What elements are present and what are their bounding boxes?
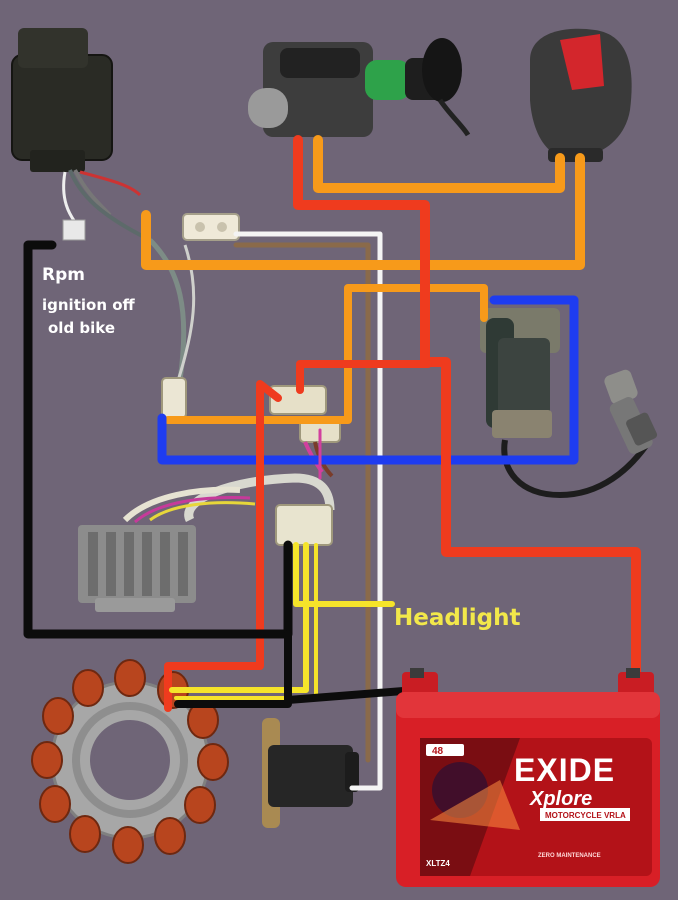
wire-red-connector bbox=[296, 360, 432, 394]
ignition-coil bbox=[480, 308, 653, 499]
wire-brown bbox=[233, 242, 371, 763]
stator bbox=[31, 659, 229, 864]
wire-yellow-1 bbox=[169, 542, 309, 693]
battery-subtitle: MOTORCYCLE VRLA bbox=[545, 811, 626, 820]
label-headlight: Headlight bbox=[394, 605, 520, 631]
cdi-unit bbox=[11, 28, 151, 242]
kill-switch bbox=[530, 28, 632, 162]
wire-red-stator bbox=[164, 380, 282, 712]
label-rpm: Rpm bbox=[42, 265, 85, 285]
battery: 48 EXIDE Xplore MOTORCYCLE VRLA ZERO MAI… bbox=[396, 668, 660, 887]
wire-orange-cdi bbox=[141, 153, 585, 270]
wire-black-ground bbox=[23, 240, 293, 639]
battery-series: Xplore bbox=[529, 788, 592, 810]
battery-tagline: ZERO MAINTENANCE bbox=[538, 853, 601, 859]
wire-yellow-headlight bbox=[293, 542, 395, 607]
label-old-bike: old bike bbox=[48, 319, 115, 337]
label-ignition-off: ignition off bbox=[42, 296, 136, 314]
battery-model: XLTZ4 bbox=[426, 859, 450, 868]
wire-red-main bbox=[293, 135, 641, 687]
spark-plug-cap bbox=[604, 369, 658, 454]
left-connector bbox=[161, 377, 187, 419]
pulser-coil bbox=[262, 718, 359, 828]
regulator-rectifier bbox=[78, 525, 196, 612]
wire-orange-switch bbox=[313, 135, 565, 193]
regulator-connector bbox=[275, 504, 333, 546]
battery-brand: EXIDE bbox=[514, 752, 615, 788]
wire-white bbox=[233, 231, 383, 791]
wire-blue bbox=[157, 295, 579, 465]
wire-orange-coil bbox=[164, 284, 488, 424]
cdi-connector bbox=[182, 213, 240, 241]
battery-capacity-badge: 48 bbox=[432, 746, 444, 757]
ignition-switch bbox=[248, 38, 471, 137]
